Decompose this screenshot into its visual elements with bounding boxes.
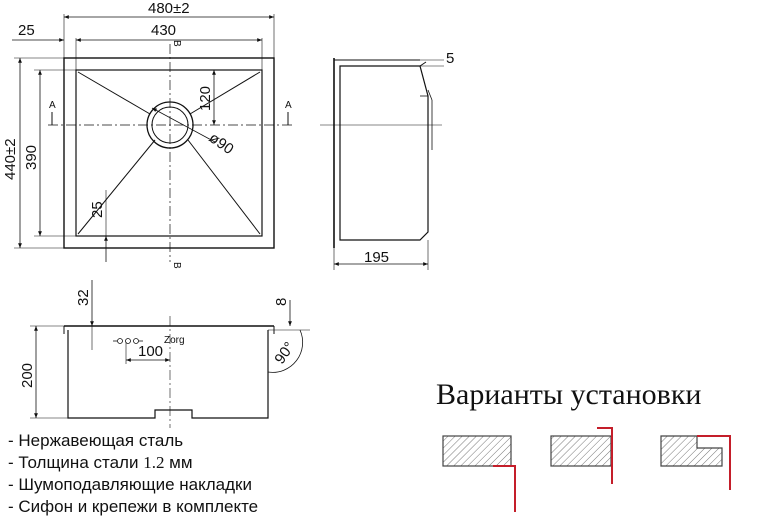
dim-overall-depth: 440±2 bbox=[2, 138, 19, 180]
dim-corner-radius: 25 bbox=[89, 201, 106, 218]
front-dim-left: 32 bbox=[75, 289, 92, 306]
dim-rim-offset: 25 bbox=[18, 22, 35, 39]
sink-outer-rim bbox=[63, 57, 275, 249]
side-dim-rim: 5 bbox=[446, 50, 454, 67]
section-a-left: A bbox=[49, 100, 56, 111]
section-b-top: B bbox=[171, 40, 182, 47]
dim-bowl-depth: 390 bbox=[23, 145, 40, 170]
section-a-right: A bbox=[285, 100, 292, 111]
front-dim-right: 8 bbox=[273, 298, 290, 306]
top-view bbox=[12, 14, 295, 262]
installation-title: Варианты установки bbox=[436, 378, 702, 411]
front-section bbox=[30, 280, 310, 428]
install-variant-overmount bbox=[660, 435, 731, 490]
brand-mark: Zorg bbox=[164, 335, 185, 346]
front-dim-overflow: 100 bbox=[138, 343, 163, 360]
spec-list: - Нержавеющая сталь - Толщина стали 1.2 … bbox=[8, 430, 258, 518]
sink-profile-flush bbox=[493, 465, 516, 512]
overflow-holes bbox=[113, 338, 143, 344]
dim-overall-width: 480±2 bbox=[148, 0, 190, 17]
spec-item: - Шумоподавляющие накладки bbox=[8, 475, 252, 494]
section-b-bottom: B bbox=[171, 262, 182, 269]
front-dim-height: 200 bbox=[19, 363, 36, 388]
dim-bowl-width: 430 bbox=[151, 22, 176, 39]
sink-profile-overmount bbox=[697, 435, 731, 490]
side-view-labels: 195 5 bbox=[364, 50, 454, 266]
spec-item: - Нержавеющая сталь bbox=[8, 431, 184, 450]
dim-drain-diameter: ø90 bbox=[206, 129, 237, 158]
sink-profile-undermount bbox=[597, 427, 613, 484]
spec-item: - Сифон и крепежи в комплекте bbox=[8, 497, 259, 516]
sink-bowl bbox=[75, 69, 263, 237]
spec-item: - Толщина стали 1.2 мм bbox=[8, 453, 193, 472]
side-dim-height: 195 bbox=[364, 249, 389, 266]
front-section-labels: 200 32 8 100 90° Zorg bbox=[19, 289, 298, 388]
install-variant-undermount bbox=[550, 427, 613, 484]
install-variant-flush bbox=[442, 435, 516, 512]
side-view bbox=[320, 58, 444, 270]
dim-drain-offset: 120 bbox=[197, 86, 214, 111]
